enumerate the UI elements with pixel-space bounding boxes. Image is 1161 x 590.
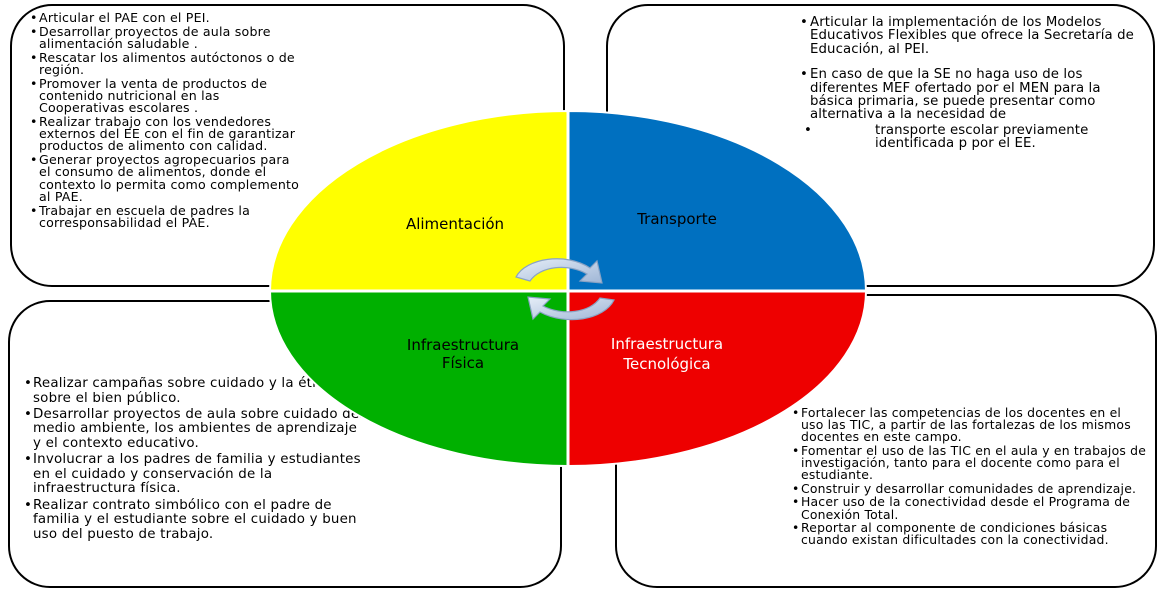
infra-fisica-list: •Realizar campañas sobre cuidado y la ét… bbox=[24, 376, 369, 544]
list-item: •Hacer uso de la conectividad desde el P… bbox=[792, 494, 1131, 522]
list-item: •En caso de que la SE no haga uso de los… bbox=[800, 67, 1101, 123]
list-item: •Reportar al componente de condiciones b… bbox=[792, 520, 1109, 548]
transporte-label: Transporte bbox=[636, 210, 717, 228]
list-item: •Fortalecer las competencias de los doce… bbox=[792, 405, 1131, 445]
infra-fisica-label-line1: Infraestructura bbox=[407, 336, 519, 354]
list-item: •Realizar campañas sobre cuidado y la ét… bbox=[24, 376, 332, 406]
list-item: •Fomentar el uso de las TIC en el aula y… bbox=[792, 442, 1147, 483]
list-item: •Generar proyectos agropecuarios para el… bbox=[30, 152, 300, 204]
infra-tecnologica-label-line2: Tecnológica bbox=[622, 355, 710, 373]
list-item: •transporte escolar previamente identifi… bbox=[804, 122, 1089, 152]
list-item: • Trabajar en escuela de padres la corre… bbox=[30, 202, 251, 230]
list-item: •Desarrollar proyectos de aula sobre cui… bbox=[24, 406, 364, 451]
list-item: •Involucrar a los padres de familia y es… bbox=[24, 452, 361, 497]
list-item: •Realizar contrato simbólico con el padr… bbox=[24, 497, 357, 542]
cycle-arrows-icon bbox=[515, 258, 615, 321]
infra-tecnologica-quadrant bbox=[567, 290, 868, 468]
list-item: •Articular la implementación de los Mode… bbox=[800, 15, 1134, 57]
alimentacion-label: Alimentación bbox=[406, 215, 504, 233]
list-item: •Realizar trabajo con los vendedores ext… bbox=[30, 114, 296, 154]
transporte-list: •Articular la implementación de los Mode… bbox=[800, 16, 1145, 151]
transporte-quadrant bbox=[567, 109, 868, 292]
infra-fisica-quadrant bbox=[268, 290, 569, 468]
infra-fisica-label-line2: Física bbox=[442, 354, 484, 372]
list-item: •Promover la venta de productos de conte… bbox=[30, 75, 268, 116]
list-item: •Desarrollar proyectos de aula sobre ali… bbox=[30, 23, 271, 51]
list-item: •Construir y desarrollar comunidades de … bbox=[792, 480, 1137, 496]
list-item: •Articular el PAE con el PEI. bbox=[30, 10, 210, 25]
infra-tecnologica-label-line1: Infraestructura bbox=[611, 335, 723, 353]
infra-tecnologica-list: •Fortalecer las competencias de los doce… bbox=[792, 405, 1147, 548]
alimentacion-quadrant bbox=[268, 109, 569, 292]
alimentacion-list: •Articular el PAE con el PEI. •Desarroll… bbox=[30, 10, 300, 231]
list-item: •Rescatar los alimentos autóctonos o de … bbox=[30, 49, 295, 77]
